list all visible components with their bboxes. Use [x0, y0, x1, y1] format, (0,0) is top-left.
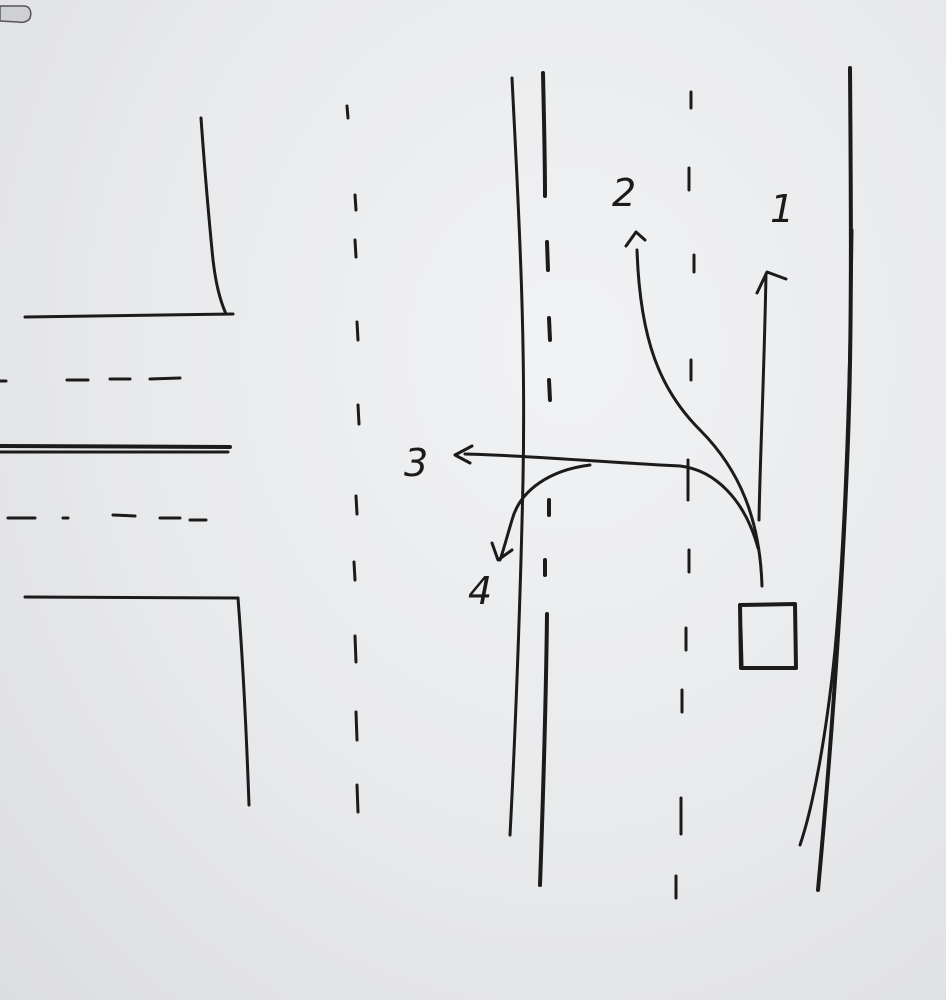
path-1-arrowhead	[755, 270, 788, 295]
main-road-left-edge	[508, 76, 526, 837]
main-road-center-line-lower	[538, 612, 549, 887]
main-road-right-edge-sketch	[798, 228, 854, 847]
label-path-4: 4	[468, 569, 492, 613]
path-3-arrowhead	[453, 444, 474, 465]
vehicle-box	[738, 602, 798, 670]
left-upper-corner-vertical	[199, 116, 228, 316]
left-road-center-line-top	[0, 444, 232, 449]
magnet-clip	[0, 5, 32, 24]
path-2-line	[635, 248, 764, 588]
path-4-arrowhead	[490, 541, 514, 562]
label-path-1: 1	[770, 187, 794, 231]
path-1-line	[757, 272, 768, 522]
label-path-2: 2	[612, 171, 636, 215]
left-road-dashed-line-upper	[0, 376, 182, 383]
main-road-center-line-upper	[541, 71, 547, 198]
main-road-lane-dashed-line	[674, 90, 696, 900]
middle-dashed-line	[345, 104, 361, 814]
path-4-line	[498, 463, 592, 562]
label-path-3: 3	[404, 441, 428, 485]
vehicle-box-corner	[739, 628, 744, 667]
path-3-line	[463, 452, 760, 550]
left-lower-corner-vertical	[236, 596, 251, 807]
path-2-arrowhead	[624, 230, 647, 248]
left-lower-corner-horizontal	[23, 595, 240, 600]
main-road-center-dashed	[543, 240, 552, 577]
left-road-dashed-line-lower	[6, 513, 208, 522]
left-upper-corner-horizontal	[23, 312, 235, 319]
